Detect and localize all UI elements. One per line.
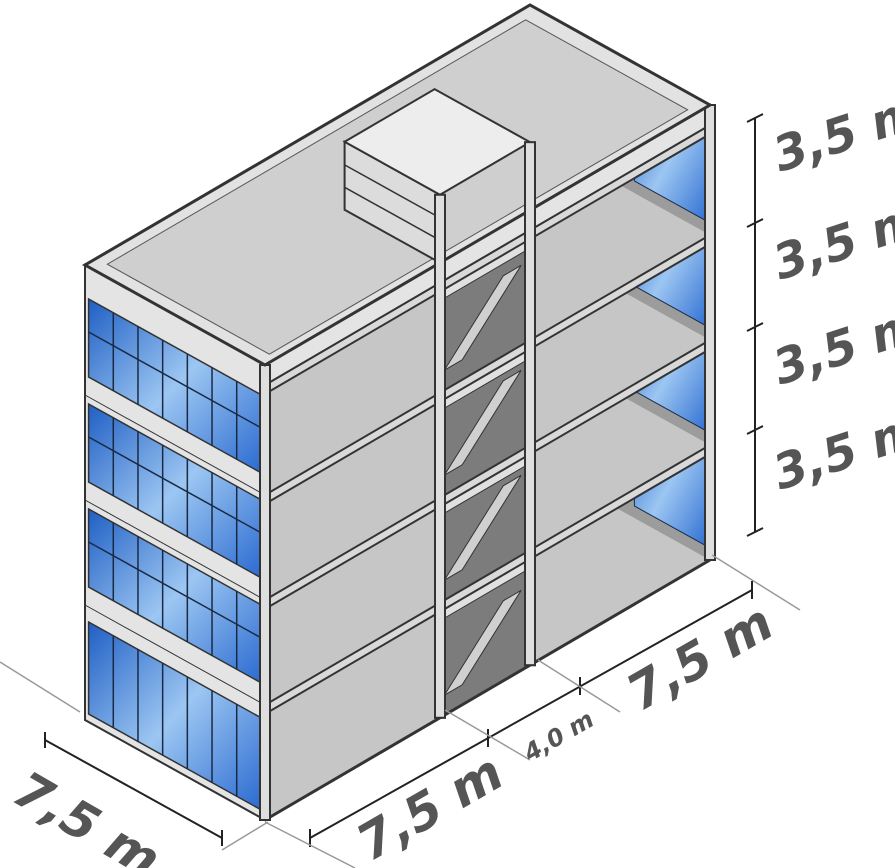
window-transom [88,436,262,534]
core-box-panel-line [344,186,441,241]
core-column [524,141,536,667]
extension-line [711,554,801,611]
core-column [434,193,446,719]
extension-line [537,659,621,713]
column [259,364,271,821]
column [704,104,716,561]
facade-floor-line [84,604,266,706]
depth-dimension-line [44,739,223,839]
height-tick [746,322,764,332]
depth-label: 7,5 m [4,760,170,868]
facade-floor-line [84,394,266,496]
height-tick [746,527,764,537]
core-box-panel-line [344,164,441,219]
extension-line [221,821,269,851]
height-tick [746,113,764,123]
end-wall-window [633,445,710,549]
stair-flight [444,474,522,581]
dimension-lines [0,113,801,868]
storey-floor [265,460,710,820]
height-label-2: 3,5 m [766,296,895,396]
window-transom [88,541,262,639]
height-label-4: 3,5 m [766,83,895,183]
base-edge [264,558,711,822]
height-tick [746,425,764,435]
building [81,3,716,822]
height-tick [746,218,764,228]
front-dimension-line [309,589,753,839]
extension-line [444,709,531,761]
window-transom [88,331,262,429]
extension-line [264,821,356,868]
facade-floor-line [84,499,266,601]
extension-line [0,661,81,713]
facade-floor-line [84,719,266,821]
height-label-1: 3,5 m [766,401,895,501]
stair-flight [444,264,522,371]
stair-flight [444,369,522,476]
bay-1-label: 7,5 m [347,743,513,868]
core-box-top [342,88,533,196]
bay-2-label: 7,5 m [617,593,783,722]
height-label-3: 3,5 m [766,191,895,291]
stair-flight [444,589,522,696]
